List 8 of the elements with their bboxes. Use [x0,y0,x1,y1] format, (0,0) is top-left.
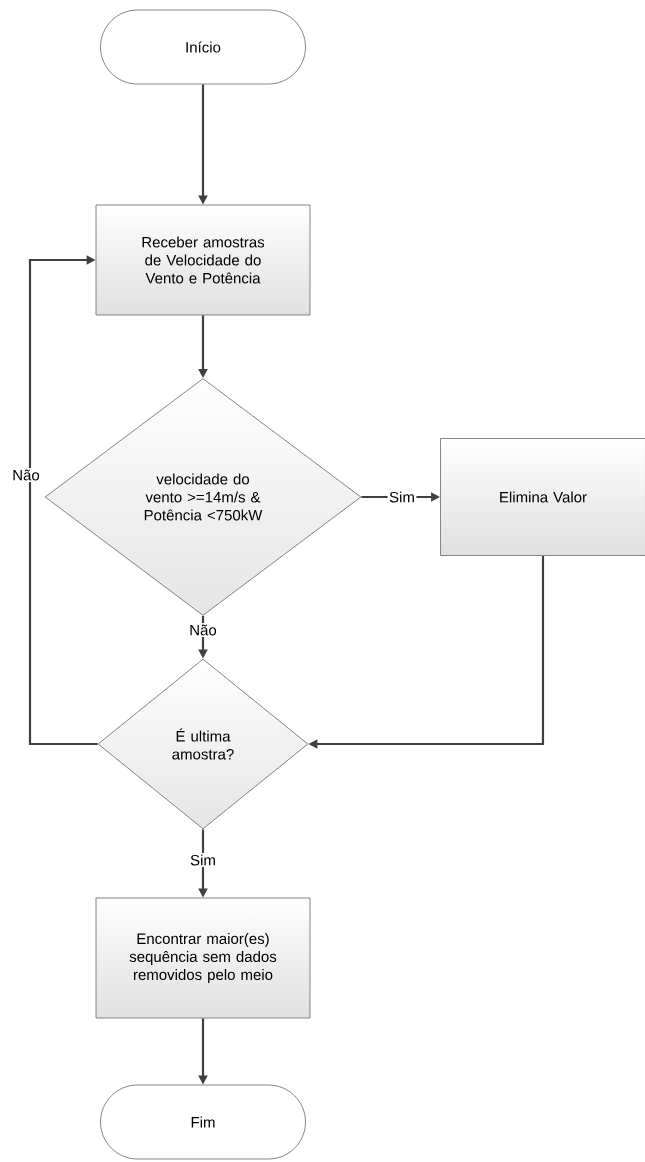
edge-label: Sim [188,853,218,867]
process-box: Encontrar maior(es) sequência sem dados removidos pelo meio [95,897,311,1019]
process-box: Receber amostras de Velocidade do Vento e Potência [95,204,311,316]
arrow [28,255,98,746]
edge-label: Não [10,468,42,482]
edge-label: Não [187,623,219,637]
edge-label: Sim [387,490,417,504]
process-box: Elimina Valor [440,438,645,556]
